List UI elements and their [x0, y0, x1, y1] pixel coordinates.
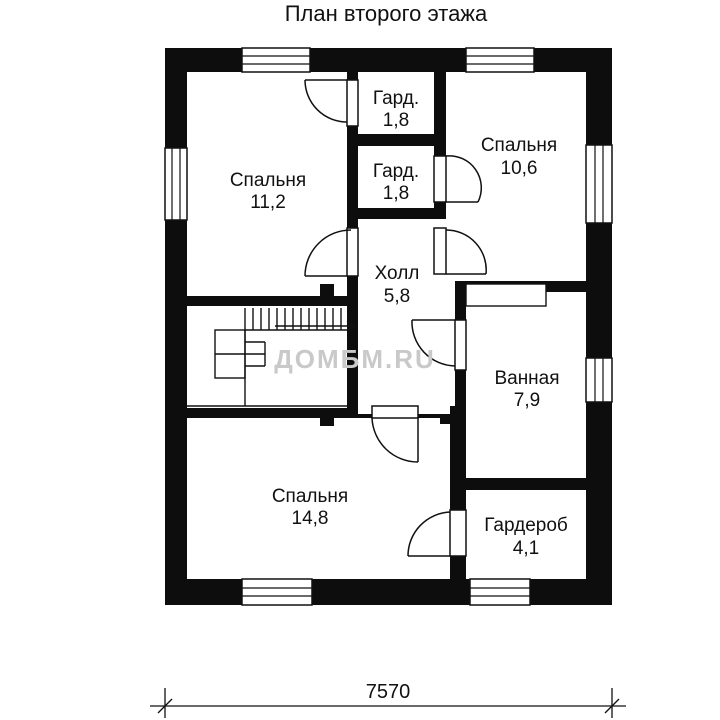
room-bedroom-s — [187, 418, 450, 579]
door-hall-bedroom-ne — [433, 227, 487, 275]
bathroom-shelf — [465, 283, 547, 307]
window-east-bath — [585, 357, 613, 403]
room-stairs — [187, 306, 347, 408]
window-north-right — [465, 47, 535, 73]
windows — [164, 47, 613, 606]
label-bedroom-s-name: Спальня — [272, 486, 348, 507]
label-bedroom-s-area: 14,8 — [292, 508, 329, 529]
staircase — [187, 308, 357, 407]
label-hall-name: Холл — [375, 263, 420, 284]
room-gard-2 — [358, 146, 434, 208]
label-gard-2-name: Гард. — [373, 161, 419, 182]
label-gard-1-area: 1,8 — [383, 110, 409, 131]
label-bedroom-ne-name: Спальня — [481, 135, 557, 156]
column-bath-bottom — [440, 414, 454, 424]
window-north-left — [241, 47, 311, 73]
label-wardrobe-name: Гардероб — [484, 515, 568, 536]
label-wardrobe-area: 4,1 — [513, 538, 539, 559]
door-bedroom-nw-hall — [304, 227, 359, 277]
door-bedroom-nw-gard — [304, 79, 359, 127]
door-hall-bathroom — [411, 319, 467, 371]
window-west — [164, 147, 188, 221]
dimension-label: 7570 — [366, 681, 411, 703]
window-east-top — [585, 144, 613, 224]
label-bedroom-nw-area: 11,2 — [250, 192, 286, 213]
window-south-left — [241, 578, 313, 606]
room-bedroom-nw — [187, 72, 347, 296]
room-gard-1 — [358, 72, 434, 134]
room-labels: Спальня 11,2 Гард. 1,8 Гард. 1,8 Спальня… — [230, 88, 568, 559]
dimension-line — [150, 688, 626, 718]
door-bedroom-s-wardrobe — [407, 509, 467, 557]
room-bedroom-ne — [446, 72, 586, 281]
label-bathroom-area: 7,9 — [514, 390, 540, 411]
watermark: ДОМБМ.RU — [274, 344, 436, 374]
doors — [304, 79, 487, 557]
label-bathroom-name: Ванная — [494, 368, 559, 389]
room-wardrobe — [466, 490, 586, 579]
label-bedroom-nw-name: Спальня — [230, 170, 306, 191]
label-hall-area: 5,8 — [384, 286, 410, 307]
label-gard-2-area: 1,8 — [383, 183, 409, 204]
label-bedroom-ne-area: 10,6 — [501, 158, 538, 179]
column-stair-bottom — [320, 414, 334, 426]
door-gard2-bedroom-ne — [433, 155, 483, 203]
column-stair-top — [320, 284, 334, 296]
window-south-right — [469, 578, 531, 606]
interior-spaces — [187, 72, 586, 579]
door-hall-bedroom-s — [371, 405, 419, 463]
label-gard-1-name: Гард. — [373, 88, 419, 109]
room-bathroom — [466, 292, 586, 478]
plan-title: План второго этажа — [285, 1, 488, 26]
